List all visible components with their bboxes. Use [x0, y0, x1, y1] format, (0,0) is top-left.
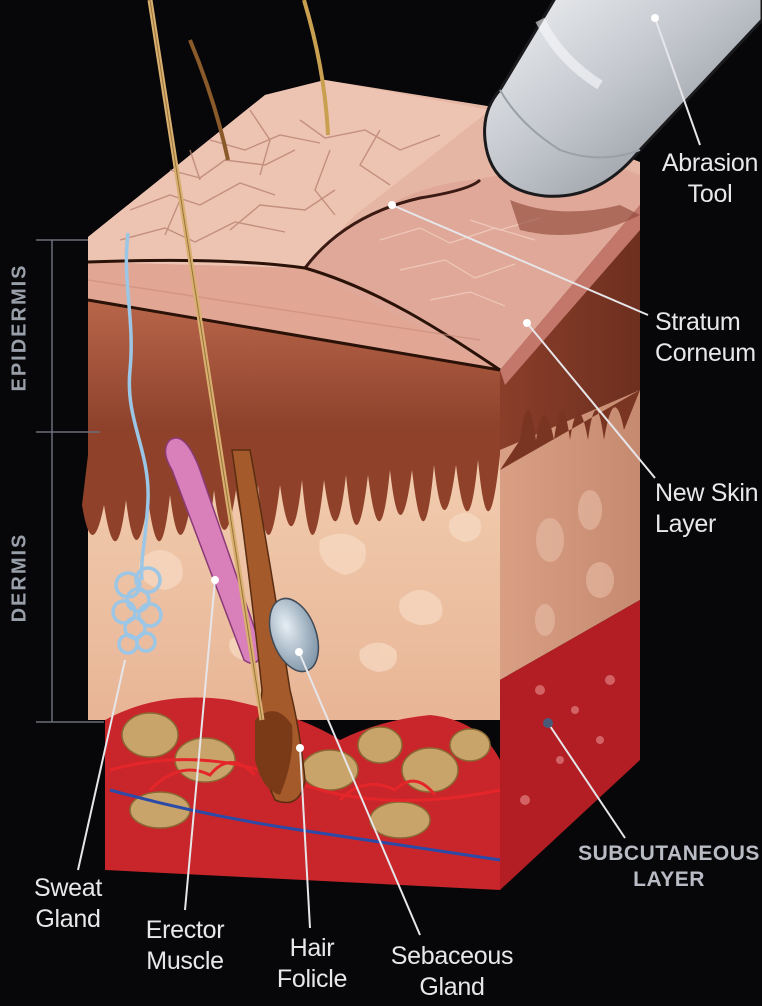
subcutaneous-dot	[543, 718, 553, 728]
stratum-corneum-label: Stratum Corneum	[655, 307, 762, 369]
sebaceous-gland-label-line2: Gland	[382, 972, 522, 1003]
stratum-corneum-label-line1: Stratum	[655, 307, 762, 338]
erector-muscle-label-line2: Muscle	[130, 946, 240, 977]
new-skin-layer-label: New Skin Layer	[655, 478, 762, 540]
erector-muscle-label: Erector Muscle	[130, 915, 240, 977]
dermis-label: DERMIS	[9, 523, 32, 633]
hair-follicle-label-line2: Folicle	[262, 964, 362, 995]
sebaceous-gland-label-line1: Sebaceous	[382, 941, 522, 972]
stratum-corneum-label-line2: Corneum	[655, 338, 762, 369]
abrasion-tool-label-line2: Tool	[655, 179, 762, 210]
abrasion-tool-label-line1: Abrasion	[655, 148, 762, 179]
sweat-gland-label-line2: Gland	[18, 904, 118, 935]
sebaceous-gland-label: Sebaceous Gland	[382, 941, 522, 1003]
abrasion-tool-label: Abrasion Tool	[655, 148, 762, 210]
new-skin-layer-label-line1: New Skin	[655, 478, 762, 509]
subcutaneous-label-line2: LAYER	[576, 867, 762, 893]
epidermis-label: EPIDERMIS	[9, 282, 32, 392]
sweat-gland-label: Sweat Gland	[18, 873, 118, 935]
dermis-front	[82, 430, 500, 720]
erector-muscle-label-line1: Erector	[130, 915, 240, 946]
subcutaneous-label-line1: SUBCUTANEOUS	[576, 841, 762, 867]
subcutaneous-layer-label: SUBCUTANEOUS LAYER	[576, 841, 762, 893]
hair-follicle-label-line1: Hair	[262, 933, 362, 964]
sweat-gland-label-line1: Sweat	[18, 873, 118, 904]
hair-follicle-label: Hair Folicle	[262, 933, 362, 995]
new-skin-layer-label-line2: Layer	[655, 509, 762, 540]
